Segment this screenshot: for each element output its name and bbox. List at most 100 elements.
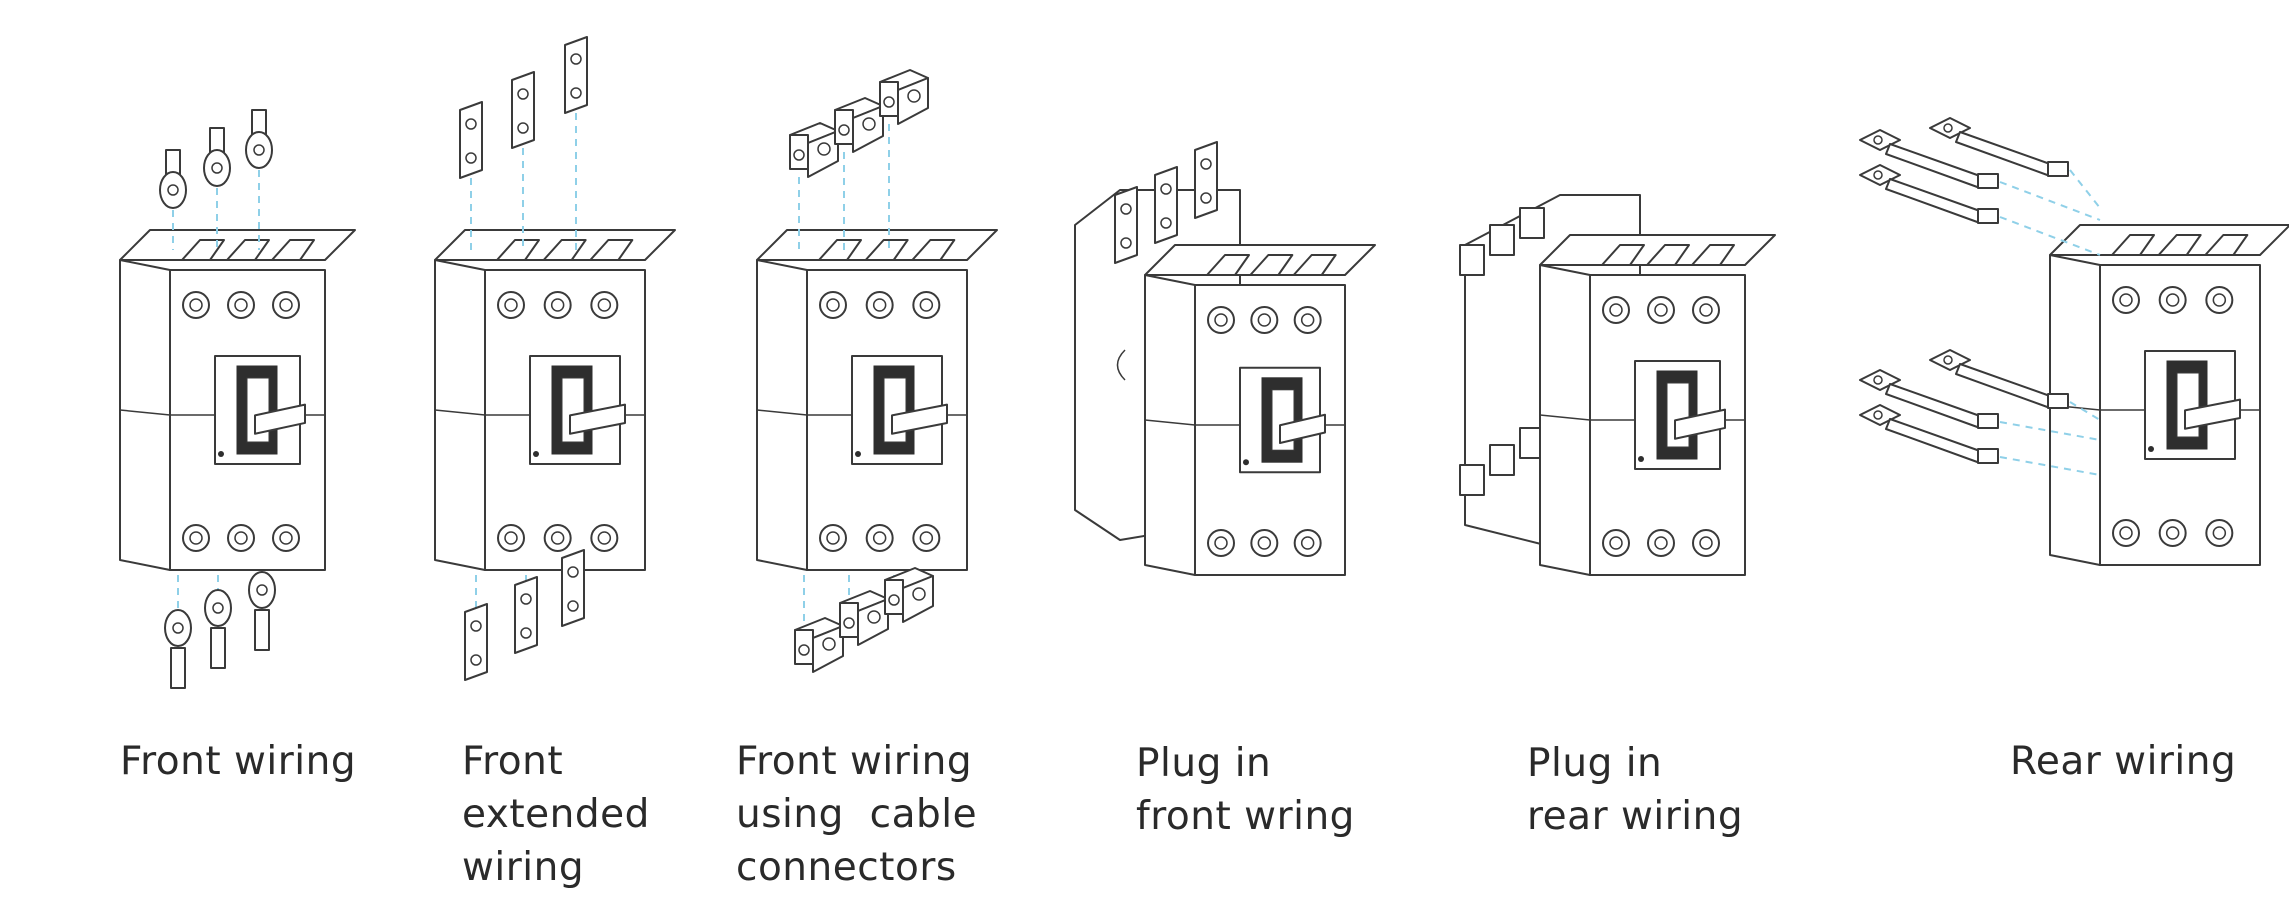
breaker-plug-in-front-wiring <box>1074 141 1376 576</box>
terminal-slot <box>2157 234 2202 256</box>
handle-lever <box>891 403 948 435</box>
terminal-screw-hole <box>826 298 840 312</box>
terminal-screw <box>227 291 255 319</box>
handle-lever <box>2184 398 2241 430</box>
terminal-screw-hole <box>919 298 934 312</box>
terminal-screw-hole <box>1214 313 1228 327</box>
terminal-screw <box>912 524 941 552</box>
bar-hole <box>1160 217 1172 229</box>
lug-hole <box>253 144 265 156</box>
terminal-screw <box>1647 529 1675 557</box>
seam-line <box>1144 419 1196 426</box>
handle-lever <box>254 403 306 435</box>
terminal-screw <box>1207 306 1235 334</box>
rivet <box>1638 456 1644 462</box>
connector-front <box>884 579 904 615</box>
stud-nut <box>1977 173 1999 189</box>
connector-hole <box>843 617 855 629</box>
terminal-screw <box>1293 529 1322 557</box>
breaker-front-wiring <box>119 109 356 689</box>
stud-rod <box>1885 178 1981 224</box>
rivet <box>1243 459 1249 466</box>
terminal-slot <box>589 239 634 261</box>
terminal-screw <box>182 291 210 319</box>
lug-barrel <box>170 647 186 689</box>
terminal-screw <box>1250 529 1279 557</box>
guide-line <box>1999 181 2101 221</box>
rivet <box>855 451 861 457</box>
terminal-screw-hole <box>550 298 565 312</box>
terminal-screw <box>1602 296 1630 324</box>
terminal-screw-hole <box>919 531 934 545</box>
stud-nut <box>1977 208 1999 224</box>
connector-hole <box>793 149 805 161</box>
breaker-plug-in-rear-wiring <box>1459 194 1776 576</box>
connector-hole <box>838 124 850 136</box>
caption-line: Plug in <box>1527 741 1663 786</box>
terminal-screw-hole <box>189 298 203 312</box>
terminal-screw-hole <box>1699 536 1713 550</box>
bar-hole <box>517 88 529 100</box>
terminal-screw-hole <box>1257 313 1272 327</box>
stud-rod <box>1885 383 1981 429</box>
terminal-screw-hole <box>1654 536 1668 550</box>
connector-side <box>902 575 934 623</box>
connector-front <box>794 629 814 665</box>
terminal-screw <box>865 524 894 552</box>
terminal-screw-hole <box>872 531 887 545</box>
seam-line <box>1539 414 1591 421</box>
caption-line: Front <box>462 739 564 784</box>
caption-rear-wiring: Rear wiring <box>2010 735 2236 788</box>
stud-hole <box>1873 170 1883 180</box>
lug-hole <box>211 162 223 174</box>
terminal-slot <box>818 239 862 261</box>
connector-screw <box>912 587 926 601</box>
terminal-screw <box>1293 306 1322 334</box>
handle-lever <box>569 403 626 435</box>
rivet <box>533 451 539 457</box>
terminal-slot <box>2204 234 2249 256</box>
stud-rod <box>1955 131 2051 177</box>
terminal-screw <box>182 524 210 552</box>
terminal-screw-hole <box>2165 526 2180 540</box>
terminal-screw-hole <box>1257 536 1272 550</box>
terminal-screw <box>497 291 525 319</box>
terminal-screw <box>865 291 894 319</box>
lug-barrel <box>210 627 226 669</box>
extension-bar <box>464 603 488 681</box>
terminal-slot <box>181 239 225 261</box>
caption-line: wiring <box>462 845 585 890</box>
terminal-screw-hole <box>2119 526 2133 540</box>
terminal-screw <box>543 524 572 552</box>
terminal-slot <box>1249 254 1294 276</box>
bar-hole <box>1200 158 1212 170</box>
connector-front <box>834 109 854 145</box>
terminal-screw <box>2205 519 2234 547</box>
lug-barrel <box>254 609 270 651</box>
caption-plug-in-front-wiring: Plug in front wring <box>1136 737 1355 843</box>
terminal-screw-hole <box>279 531 293 545</box>
terminal-screw <box>2158 286 2187 314</box>
terminal-screw <box>1602 529 1630 557</box>
terminal-screw-hole <box>2119 293 2133 307</box>
guide-line <box>1999 456 2101 476</box>
bar-hole <box>520 593 532 605</box>
bar-hole <box>1120 237 1132 249</box>
extension-bar <box>1154 166 1178 244</box>
terminal-screw <box>1207 529 1235 557</box>
connector-screw <box>822 637 836 651</box>
base-notch <box>1116 349 1126 381</box>
terminal-screw-hole <box>189 531 203 545</box>
stud-hole <box>1873 375 1883 385</box>
lug-eye <box>159 171 187 209</box>
caption-line: front wring <box>1136 794 1355 839</box>
stud-nut <box>2047 161 2069 177</box>
rivet <box>218 451 224 457</box>
terminal-slot <box>271 239 315 261</box>
terminal-slot <box>1601 244 1645 266</box>
rivet <box>2148 446 2154 452</box>
extension-bar <box>1194 141 1218 219</box>
terminal-screw <box>272 291 300 319</box>
terminal-screw <box>1250 306 1279 334</box>
seam-line <box>756 409 808 416</box>
